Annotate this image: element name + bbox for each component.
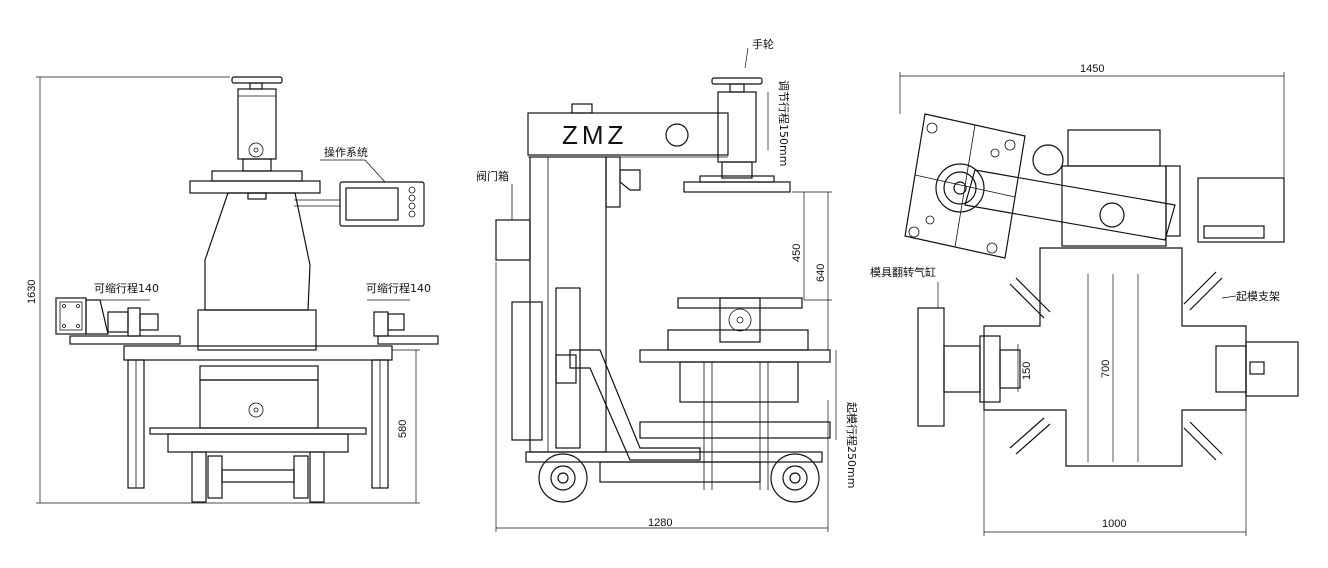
label-operation-system: 操作系统 bbox=[324, 145, 368, 159]
dim-top-small: 150 bbox=[1021, 362, 1033, 380]
label-handwheel: 手轮 bbox=[752, 37, 774, 51]
label-mold-flip-cylinder: 模具翻转气缸 bbox=[870, 265, 936, 279]
dim-left-lower-height: 580 bbox=[397, 420, 409, 438]
dim-top-inner-height: 700 bbox=[1100, 360, 1112, 378]
label-lift-stroke: 起模行程250mm bbox=[845, 402, 858, 488]
label-mold-support: 起模支架 bbox=[1236, 290, 1280, 303]
label-valve-box: 阀门箱 bbox=[476, 169, 509, 183]
dim-side-mid-height: 450 bbox=[791, 244, 803, 262]
front-view bbox=[36, 76, 439, 504]
label-adjust-stroke: 调节行程150mm bbox=[777, 80, 790, 166]
label-stroke-left: 可缩行程140 bbox=[94, 282, 159, 295]
dim-side-width: 1280 bbox=[648, 517, 672, 529]
dim-top-width: 1450 bbox=[1080, 63, 1104, 75]
dim-side-total-height: 640 bbox=[815, 264, 827, 282]
top-view bbox=[899, 72, 1299, 536]
brand-logo: ZMZ bbox=[562, 120, 627, 150]
label-stroke-right: 可缩行程140 bbox=[366, 282, 431, 295]
side-view bbox=[495, 47, 837, 532]
dim-top-base-width: 1000 bbox=[1102, 518, 1126, 530]
dim-left-height: 1630 bbox=[26, 280, 38, 304]
